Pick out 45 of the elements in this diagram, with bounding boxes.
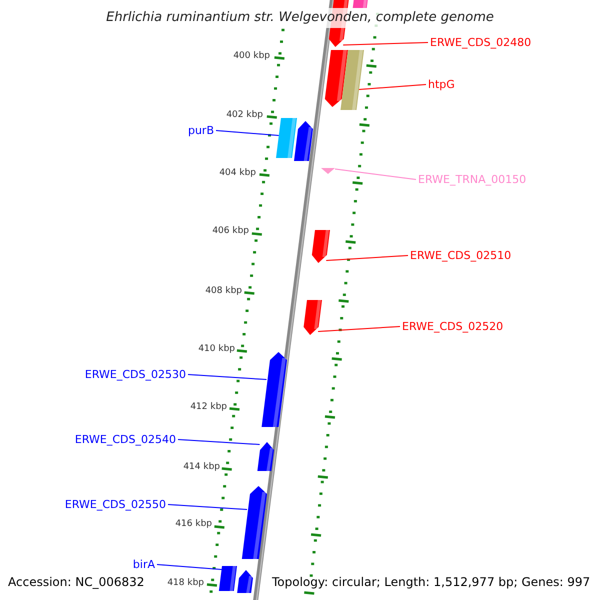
scale-label: 410 kbp (198, 344, 235, 355)
scale-label: 404 kbp (219, 168, 256, 179)
leader-line (326, 255, 408, 261)
gene-label: birA (132, 558, 155, 571)
leader-line (156, 564, 222, 570)
gene-feature (294, 121, 313, 161)
gene-feature (304, 300, 322, 335)
gene-label: ERWE_CDS_02550 (64, 498, 166, 511)
gene-label: ERWE_CDS_02510 (410, 249, 512, 262)
footer-text: Topology: circular; Length: 1,512,977 bp; Genes: 997 (272, 575, 590, 589)
gene-feature (257, 442, 274, 471)
leader-line (358, 84, 426, 90)
gene-feature (237, 570, 253, 593)
leader-line (318, 326, 400, 332)
scale-label: 418 kbp (167, 578, 204, 589)
leader-line (334, 168, 416, 180)
gene-feature (262, 352, 287, 427)
gene-feature (324, 50, 348, 107)
gene-label: ERWE_CDS_02530 (84, 368, 186, 381)
gene-label: htpG (428, 78, 455, 91)
gene-block (340, 50, 364, 110)
gene-feature (312, 230, 330, 263)
leader-line (342, 42, 428, 46)
gene-label: ERWE_CDS_02540 (74, 433, 176, 446)
trna-marker (321, 168, 335, 174)
scale-label: 414 kbp (183, 462, 220, 473)
scale-label: 406 kbp (212, 226, 249, 237)
leader-line (188, 374, 268, 380)
gene-label: ERWE_CDS_02520 (402, 320, 504, 333)
scale-label: 402 kbp (226, 110, 263, 121)
leader-line (168, 504, 248, 510)
gene-label: purB (188, 124, 214, 137)
gene-block (276, 118, 297, 158)
gene-block (352, 0, 369, 8)
scale-label: 400 kbp (233, 51, 270, 62)
scale-label: 412 kbp (190, 402, 227, 413)
gene-feature (242, 486, 267, 559)
scale-label: 416 kbp (175, 519, 212, 530)
gene-label: ERWE_TRNA_00150 (418, 173, 526, 186)
footer-text: Accession: NC_006832 (8, 575, 144, 589)
leader-line (178, 439, 260, 445)
gene-block (218, 566, 237, 591)
scale-label: 408 kbp (205, 286, 242, 297)
gene-label: ERWE_CDS_02480 (430, 36, 532, 49)
leader-line (216, 130, 280, 136)
